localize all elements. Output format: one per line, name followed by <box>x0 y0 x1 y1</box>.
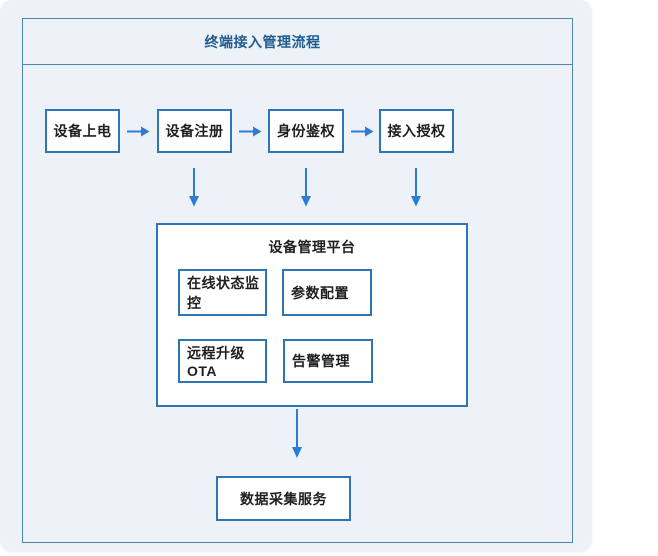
flowchart-title-bar: 终端接入管理流程 <box>23 19 572 65</box>
module-label: 远程升级OTA <box>187 345 245 379</box>
step-label: 身份鉴权 <box>277 123 335 139</box>
module-label: 在线状态监控 <box>187 274 260 311</box>
module-node-parameter-configuration: 参数配置 <box>282 269 372 316</box>
flowchart-title: 终端接入管理流程 <box>204 34 321 50</box>
step-label: 设备注册 <box>165 123 224 139</box>
step-label: 接入授权 <box>387 123 446 139</box>
step-node-access-authorization: 接入授权 <box>379 109 454 153</box>
service-node-data-collection: 数据采集服务 <box>216 476 351 521</box>
module-label: 告警管理 <box>292 353 350 369</box>
step-node-device-registration: 设备注册 <box>157 109 232 153</box>
service-label: 数据采集服务 <box>240 490 327 507</box>
panel-background: 终端接入管理流程 设备上电 设备注册 身份鉴权 接入授权 设备管理平台 在线状态… <box>0 0 592 552</box>
module-node-online-status-monitoring: 在线状态监控 <box>178 269 267 316</box>
platform-title: 设备管理平台 <box>268 239 356 255</box>
module-label: 参数配置 <box>291 284 349 301</box>
flowchart-frame: 终端接入管理流程 <box>22 18 573 543</box>
module-node-alarm-management: 告警管理 <box>283 339 373 383</box>
module-node-remote-upgrade-ota: 远程升级OTA <box>178 339 267 383</box>
step-node-device-power-on: 设备上电 <box>45 109 120 153</box>
step-node-identity-authentication: 身份鉴权 <box>268 109 344 153</box>
step-label: 设备上电 <box>53 123 112 139</box>
